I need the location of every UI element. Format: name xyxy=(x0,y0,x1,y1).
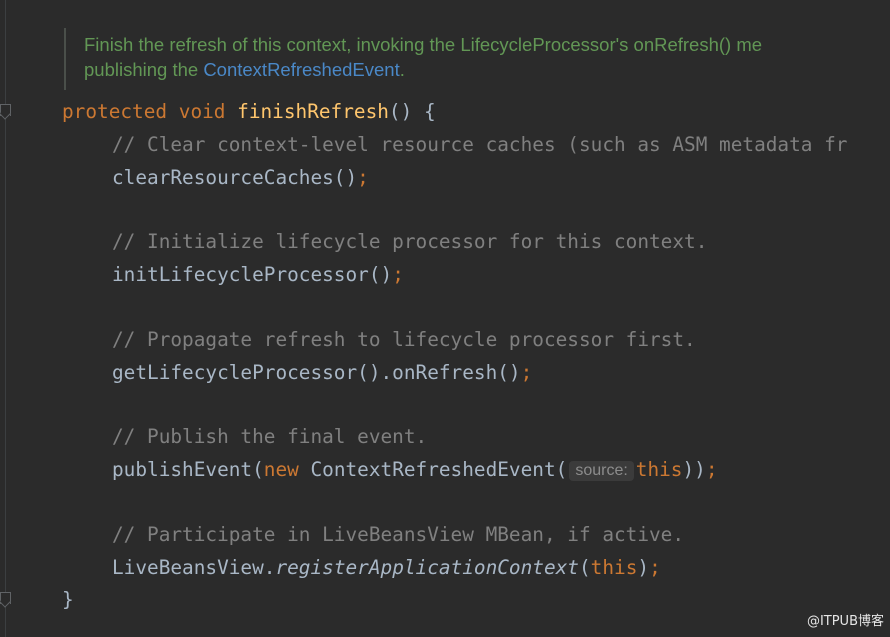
statement-register-application-context[interactable]: LiveBeansView.registerApplicationContext… xyxy=(112,556,661,580)
semicolon: ; xyxy=(357,166,369,189)
signature-parens: () { xyxy=(388,100,436,123)
semicolon: ; xyxy=(520,361,533,384)
statement-publish-event[interactable]: publishEvent(new ContextRefreshedEvent(s… xyxy=(112,458,718,482)
watermark: @ITPUB博客 xyxy=(806,614,884,629)
editor-gutter xyxy=(5,0,6,637)
call-publish-event[interactable]: publishEvent( xyxy=(112,458,264,481)
parameter-hint-source: source: xyxy=(569,461,634,481)
keyword-void: void xyxy=(178,100,226,123)
keyword-new: new xyxy=(263,458,299,481)
constructor-context-refreshed-event[interactable]: ContextRefreshedEvent( xyxy=(298,458,568,481)
doc-text-end: . xyxy=(399,59,405,80)
javadoc-rendered-block: Finish the refresh of this context, invo… xyxy=(64,28,890,90)
doc-line-2: publishing the ContextRefreshedEvent. xyxy=(84,59,405,81)
closing-brace: } xyxy=(62,588,74,611)
comment-publish-event: // Publish the final event. xyxy=(112,425,428,448)
comment-live-beans-view: // Participate in LiveBeansView MBean, i… xyxy=(112,523,685,546)
close-paren: ) xyxy=(637,556,650,579)
doc-link-context-refreshed-event[interactable]: ContextRefreshedEvent xyxy=(203,59,400,80)
call-clear-resource-caches[interactable]: clearResourceCaches() xyxy=(112,166,358,189)
class-live-beans-view[interactable]: LiveBeansView. xyxy=(112,556,276,579)
call-init-lifecycle-processor[interactable]: initLifecycleProcessor() xyxy=(112,263,393,286)
keyword-protected: protected xyxy=(62,100,168,123)
fold-end-icon[interactable] xyxy=(0,592,11,606)
semicolon: ; xyxy=(392,263,404,286)
method-name[interactable]: finishRefresh xyxy=(237,100,389,123)
keyword-this: this xyxy=(590,556,638,579)
semicolon: ; xyxy=(705,458,718,481)
comment-propagate-refresh: // Propagate refresh to lifecycle proces… xyxy=(112,328,696,351)
statement-init-lifecycle-processor[interactable]: initLifecycleProcessor(); xyxy=(112,263,404,287)
open-paren: ( xyxy=(578,556,591,579)
method-signature: protected void finishRefresh() { xyxy=(62,100,436,124)
doc-line-1: Finish the refresh of this context, invo… xyxy=(84,34,763,55)
closing-parens: )) xyxy=(682,458,706,481)
doc-text: publishing the xyxy=(84,59,204,80)
keyword-this: this xyxy=(635,458,683,481)
call-register-application-context[interactable]: registerApplicationContext xyxy=(275,556,579,579)
semicolon: ; xyxy=(649,556,661,579)
statement-clear-resource-caches[interactable]: clearResourceCaches(); xyxy=(112,166,369,190)
call-get-lifecycle-processor[interactable]: getLifecycleProcessor().onRefresh() xyxy=(112,361,521,384)
comment-init-lifecycle: // Initialize lifecycle processor for th… xyxy=(112,230,708,253)
comment-clear-caches: // Clear context-level resource caches (… xyxy=(112,133,848,156)
statement-on-refresh[interactable]: getLifecycleProcessor().onRefresh(); xyxy=(112,361,532,385)
fold-start-icon[interactable] xyxy=(0,104,11,118)
